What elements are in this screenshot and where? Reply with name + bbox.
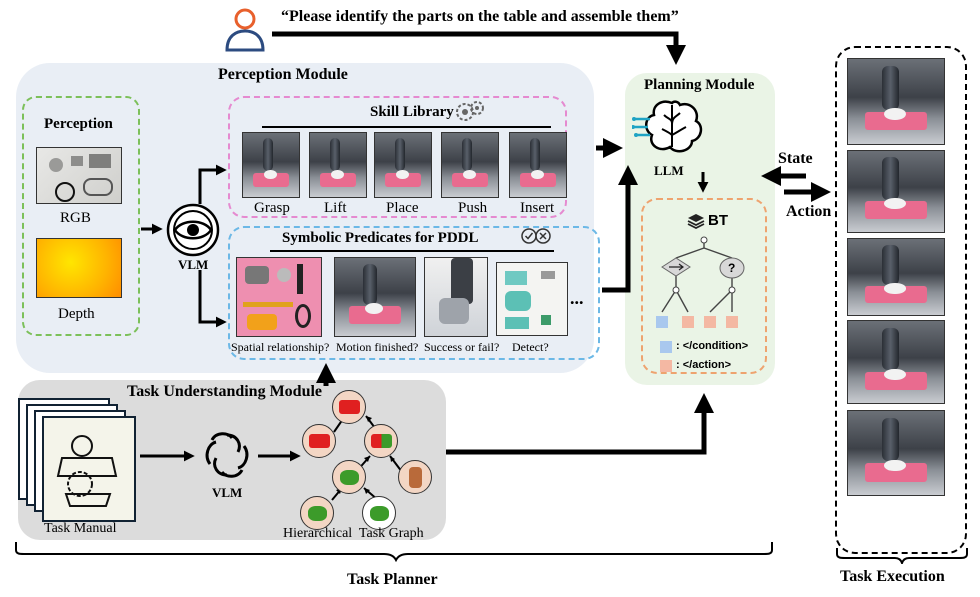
vlm-label-understanding: VLM: [212, 485, 243, 500]
state-label: State: [778, 150, 813, 167]
skill-photo-lift: [309, 132, 367, 198]
predicates-underline: [270, 250, 554, 252]
bt-question-mark: ?: [728, 261, 736, 275]
execution-frame-3: [847, 238, 945, 316]
execution-frame-4: [847, 320, 945, 404]
skill-label-push: Push: [458, 200, 488, 216]
skill-photo-push: [441, 132, 499, 198]
bt-box: [641, 198, 767, 374]
predicates-box: [228, 226, 600, 360]
perception-module-title: Perception Module: [218, 66, 348, 83]
skill-label-place: Place: [386, 200, 419, 216]
task-manual-stack: [18, 398, 138, 523]
task-node-center: [332, 460, 366, 494]
skill-label-lift: Lift: [324, 200, 347, 216]
behavior-tree-diagram: [656, 236, 745, 328]
rgb-image: [36, 147, 122, 204]
skill-label-insert: Insert: [520, 200, 555, 216]
layers-icon: [687, 214, 705, 230]
skill-photo-grasp: [242, 132, 300, 198]
task-node-middle: [364, 424, 398, 458]
legend-action-label: : </action>: [676, 359, 732, 371]
predicate-photo-success: [424, 257, 488, 337]
legend-condition-swatch: [660, 341, 672, 353]
predicate-photo-detect: [496, 262, 568, 336]
action-label: Action: [786, 203, 832, 220]
skill-library-underline: [262, 126, 551, 128]
task-planner-label: Task Planner: [347, 571, 438, 588]
skill-library-title: Skill Library: [370, 104, 454, 120]
predicate-label-success: Success or fail?: [424, 340, 500, 354]
skill-label-grasp: Grasp: [254, 200, 290, 216]
llm-label: LLM: [654, 163, 684, 178]
predicate-label-motion: Motion finished?: [336, 340, 419, 354]
skill-photo-insert: [509, 132, 567, 198]
bt-label: BT: [708, 212, 728, 229]
predicates-ellipsis: ...: [570, 288, 584, 308]
task-node-bottom-right: [362, 496, 396, 530]
vlm-label-perception: VLM: [178, 257, 209, 272]
check-cross-icon: [521, 228, 551, 244]
execution-frame-2: [847, 150, 945, 233]
perception-title: Perception: [44, 116, 113, 132]
predicates-title: Symbolic Predicates for PDDL: [282, 230, 479, 246]
task-manual-label: Task Manual: [44, 521, 117, 536]
task-node-left: [302, 424, 336, 458]
task-execution-brace: [836, 548, 968, 564]
vlm-knot-icon: [205, 432, 249, 478]
execution-frame-1: [847, 58, 945, 145]
execution-frame-5: [847, 410, 945, 496]
task-understanding-title: Task Understanding Module: [127, 383, 323, 400]
depth-label: Depth: [58, 306, 95, 322]
task-execution-label: Task Execution: [840, 568, 945, 585]
task-node-bottom-left: [300, 496, 334, 530]
llm-brain-icon: [632, 100, 703, 153]
depth-image: [36, 238, 122, 298]
task-execution-box: [835, 46, 967, 554]
gears-icon: [456, 101, 484, 121]
task-node-right: [398, 460, 432, 494]
predicate-photo-motion: [334, 257, 416, 337]
perception-box: [22, 96, 140, 336]
rgb-label: RGB: [60, 210, 91, 226]
planning-module-title: Planning Module: [644, 77, 755, 93]
task-graph-label: Hierarchical Task Graph: [283, 526, 424, 541]
skill-photo-place: [374, 132, 432, 198]
instruction-text: “Please identify the parts on the table …: [281, 8, 679, 25]
task-node-top: [332, 390, 366, 424]
vlm-eye-icon: [166, 203, 220, 257]
predicate-label-spatial: Spatial relationship?: [231, 340, 330, 354]
legend-condition-label: : </condition>: [676, 340, 749, 352]
legend-action-swatch: [660, 360, 672, 372]
user-icon: [225, 8, 265, 52]
predicate-label-detect: Detect?: [512, 340, 549, 354]
task-planner-brace: [15, 542, 773, 562]
predicate-photo-spatial: [236, 257, 322, 337]
